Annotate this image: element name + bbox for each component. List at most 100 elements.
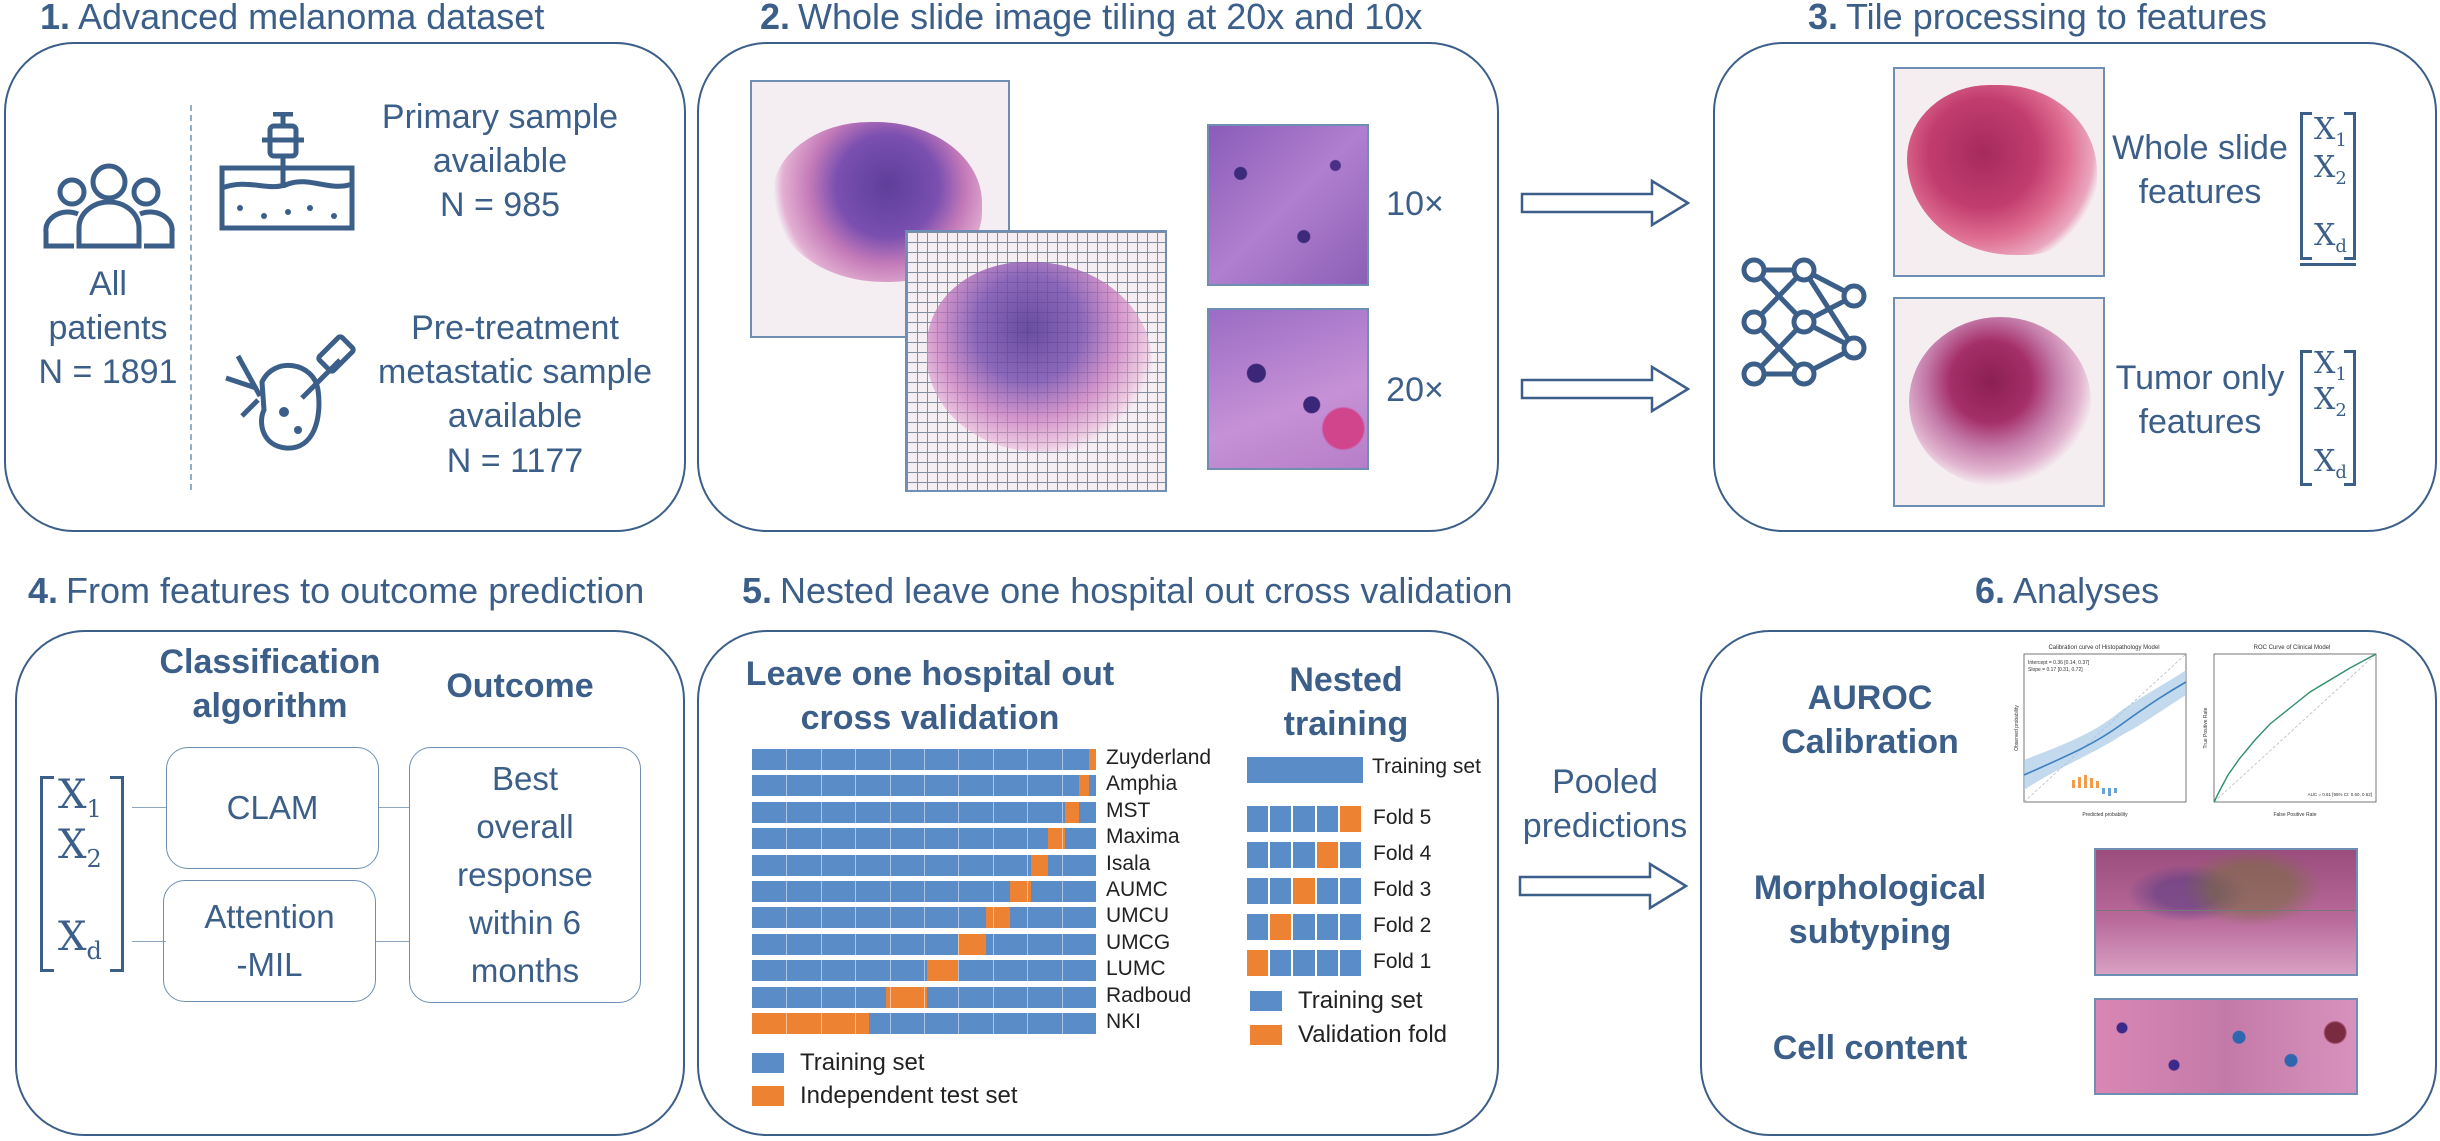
attention-mil-box: Attention-MIL [163, 880, 376, 1002]
nested-training-bar [1247, 757, 1363, 783]
legend-test-swatch [752, 1086, 784, 1106]
bar-separator [786, 907, 787, 928]
arrow-right-icon [1518, 861, 1688, 911]
cell-content-image [2094, 998, 2358, 1095]
legend2-val-label: Validation fold [1298, 1021, 1447, 1049]
whole-slide-features-label: Whole slidefeatures [2110, 126, 2290, 214]
bar-separator [958, 828, 959, 849]
bar-separator [924, 1013, 925, 1034]
training-segment [1317, 878, 1338, 904]
bar-separator [1062, 987, 1063, 1008]
bar-separator [924, 881, 925, 902]
nested-training-label: Training set [1372, 755, 1481, 779]
bar-separator [855, 775, 856, 796]
bar-separator [924, 987, 925, 1008]
bar-separator [855, 802, 856, 823]
hospital-test-segment [986, 907, 1010, 928]
fold-label: Fold 4 [1373, 842, 1431, 866]
hospital-test-segment [958, 934, 986, 955]
bar-separator [855, 987, 856, 1008]
bar-separator [855, 934, 856, 955]
bar-separator [1062, 881, 1063, 902]
panel2-title: 2.Whole slide image tiling at 20x and 10… [760, 0, 1422, 38]
hospital-label: UMCG [1106, 931, 1170, 955]
bar-separator [958, 987, 959, 1008]
bar-separator [993, 802, 994, 823]
vector-xd: Xd [2314, 444, 2347, 483]
hospital-test-segment [886, 987, 927, 1008]
tile-20x [1207, 308, 1369, 470]
bar-separator [786, 960, 787, 981]
tumor-only-thumbnail [1893, 297, 2105, 507]
training-segment [1270, 806, 1291, 832]
bar-separator [924, 907, 925, 928]
wsi-tiled-thumbnail [905, 230, 1167, 492]
bar-separator [855, 1013, 856, 1034]
bar-separator [786, 828, 787, 849]
training-segment [1247, 878, 1268, 904]
morphological-subtyping-label: Morphologicalsubtyping [1730, 866, 2010, 954]
bar-separator [993, 934, 994, 955]
vector-x2: X2 [2314, 382, 2347, 421]
bar-separator [1027, 934, 1028, 955]
legend2-train-swatch [1250, 991, 1282, 1011]
bar-separator [890, 802, 891, 823]
validation-segment [1270, 914, 1291, 940]
bar-separator [924, 828, 925, 849]
loho-title: Leave one hospital outcross validation [730, 652, 1130, 740]
vector-xd: Xd [2314, 218, 2347, 257]
cal-note-2: Slope = 0.17 [0.31, 0.72] [2028, 667, 2083, 673]
bar-separator [1027, 881, 1028, 902]
auroc-calibration-label: AUROCCalibration [1760, 676, 1980, 764]
bar-separator [786, 749, 787, 770]
hospital-label: Radboud [1106, 984, 1191, 1008]
bar-separator [786, 1013, 787, 1034]
bar-separator [1062, 907, 1063, 928]
hospital-label: UMCU [1106, 904, 1169, 928]
nested-training-title: Nestedtraining [1246, 658, 1446, 746]
bar-separator [993, 828, 994, 849]
roc-legend: AUC = 0.61 [95% CI: 0.60, 0.62] [2308, 792, 2372, 797]
bar-separator [821, 855, 822, 876]
bar-separator [993, 907, 994, 928]
clam-box: CLAM [166, 747, 379, 869]
biopsy-icon [218, 112, 356, 232]
fold-label: Fold 2 [1373, 914, 1431, 938]
fold-label: Fold 1 [1373, 950, 1431, 974]
bar-separator [890, 960, 891, 981]
bar-separator [1027, 828, 1028, 849]
bar-separator [958, 960, 959, 981]
legend-train-swatch [752, 1053, 784, 1073]
primary-sample-label: Primary sampleavailableN = 985 [370, 95, 630, 228]
bar-separator [958, 749, 959, 770]
training-segment [1293, 806, 1314, 832]
bar-separator [1027, 775, 1028, 796]
bar-separator [821, 907, 822, 928]
hospital-test-segment [1089, 749, 1096, 770]
hospital-test-segment [927, 960, 958, 981]
bar-separator [821, 1013, 822, 1034]
bar-separator [1027, 1013, 1028, 1034]
mag-20x-label: 20× [1380, 368, 1450, 412]
legend2-train-label: Training set [1298, 987, 1423, 1015]
bar-separator [821, 828, 822, 849]
training-segment [1317, 950, 1338, 976]
bar-separator [958, 934, 959, 955]
vector-x2: X2 [58, 822, 102, 873]
feature-vector [40, 776, 54, 972]
bar-separator [821, 802, 822, 823]
cal-xlabel: Predicted probability [2082, 812, 2128, 818]
hospital-label: MST [1106, 799, 1150, 823]
bar-separator [958, 855, 959, 876]
tumor-only-features-label: Tumor onlyfeatures [2110, 356, 2290, 444]
bar-separator [855, 855, 856, 876]
bar-separator [924, 775, 925, 796]
cal-ylabel: Observed probability [2014, 705, 2020, 751]
bar-separator [786, 775, 787, 796]
validation-segment [1340, 806, 1361, 832]
bar-separator [1062, 1013, 1063, 1034]
bar-separator [1027, 749, 1028, 770]
training-segment [1293, 950, 1314, 976]
bar-separator [993, 1013, 994, 1034]
